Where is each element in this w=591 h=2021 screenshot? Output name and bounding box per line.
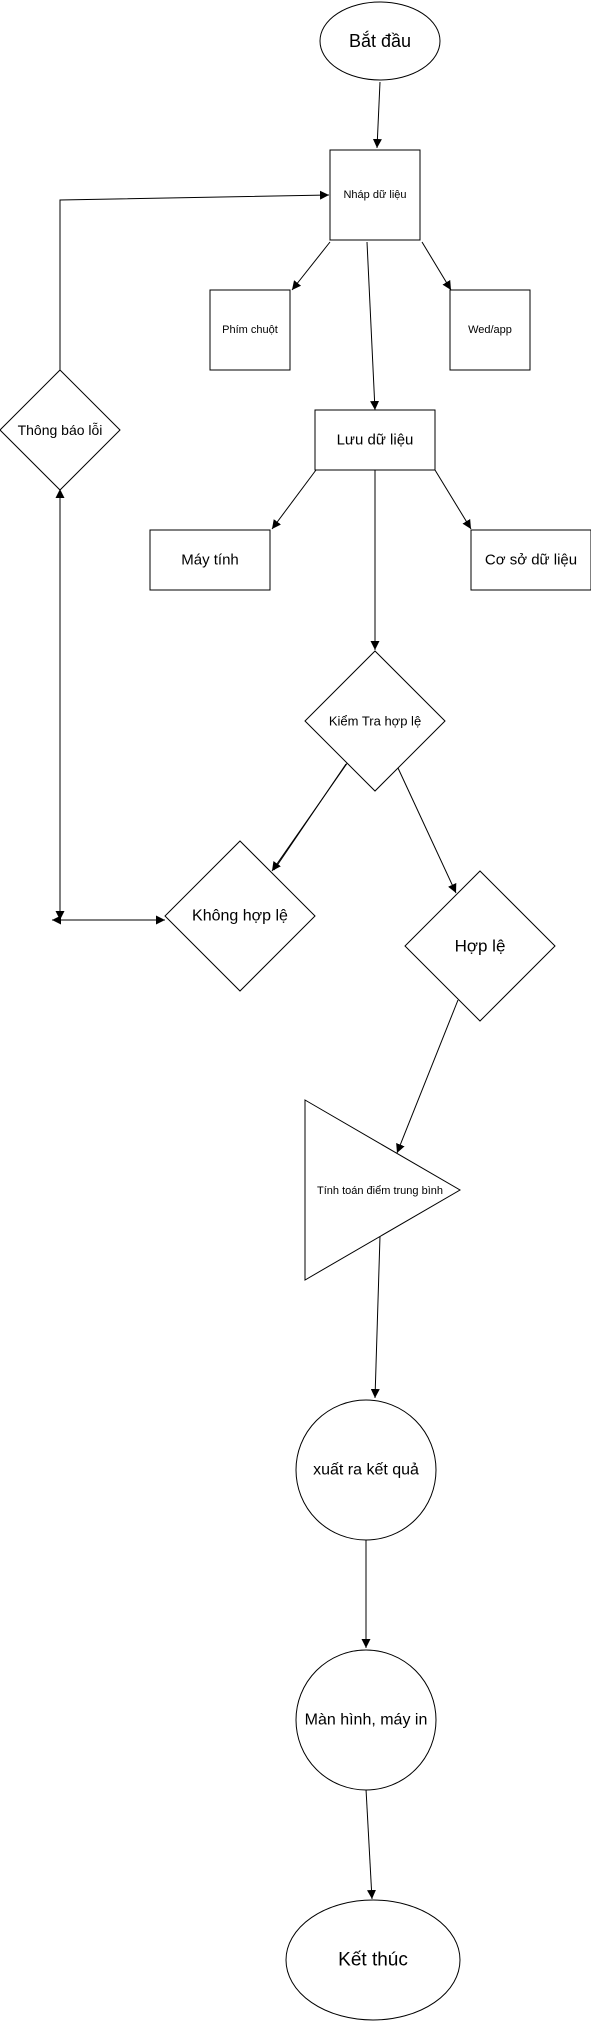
valid-label: Hợp lệ (455, 937, 506, 956)
edge-valid-to-compute (396, 999, 459, 1154)
edge-store-to-computer (271, 469, 317, 530)
compute-label: Tính toán điểm trung bình (317, 1185, 443, 1197)
output-label: xuất ra kết quả (313, 1462, 419, 1479)
valid-diamond (404, 870, 556, 1022)
database-box (470, 529, 591, 591)
validate-diamond (304, 650, 446, 792)
invalid-label: Không hợp lệ (192, 908, 288, 925)
node-output: xuất ra kết quả (295, 1399, 437, 1541)
display-circle (295, 1649, 437, 1791)
error-label: Thông báo lỗi (18, 422, 103, 438)
display-label: Màn hình, máy in (305, 1712, 428, 1729)
mouse-keyboard-label: Phím chuột (222, 324, 278, 336)
edge-compute-to-output (370, 1235, 381, 1399)
error-diamond (0, 369, 121, 491)
edge-input-to-webapp (421, 241, 452, 291)
edge-store-to-database (434, 469, 472, 530)
edge-input-to-store (366, 241, 380, 411)
store-label: Lưu dữ liệu (337, 432, 414, 449)
input-box (329, 149, 421, 241)
node-mouse-keyboard: Phím chuột (209, 289, 291, 371)
store-box (314, 409, 436, 471)
node-valid: Hợp lệ (404, 870, 556, 1022)
node-input: Nháp dữ liệu (329, 149, 421, 241)
end-label: Kết thúc (338, 1950, 408, 1971)
node-error: Thông báo lỗi (0, 369, 121, 491)
node-computer: Máy tính (149, 529, 271, 591)
node-validate: Kiểm Tra hợp lệ (304, 650, 446, 792)
computer-label: Máy tính (181, 552, 239, 569)
input-label: Nháp dữ liệu (343, 189, 406, 201)
start-label: Bắt đầu (349, 30, 411, 51)
node-display: Màn hình, máy in (295, 1649, 437, 1791)
validate-label: Kiểm Tra hợp lệ (329, 714, 421, 729)
edge-validate-to-valid (397, 767, 457, 894)
edge-input-to-mouse (291, 241, 331, 291)
mouse-keyboard-box (209, 289, 291, 371)
edge-validate-to-invalid (271, 761, 349, 872)
edges (52, 81, 472, 1900)
node-store: Lưu dữ liệu (314, 409, 436, 471)
node-start: Bắt đầu (319, 1, 441, 81)
start-ellipse (319, 1, 441, 81)
web-app-label: Wed/app (468, 324, 512, 336)
invalid-diamond (164, 840, 316, 992)
node-end: Kết thúc (285, 1899, 461, 2021)
web-app-box (449, 289, 531, 371)
edge-start-to-input (372, 81, 382, 149)
node-database: Cơ sở dữ liệu (470, 529, 591, 591)
node-invalid: Không hợp lệ (164, 840, 316, 992)
edge-display-to-end (365, 1788, 377, 1900)
output-circle (295, 1399, 437, 1541)
end-ellipse (285, 1899, 461, 2021)
compute-triangle (304, 1099, 461, 1281)
node-web-app: Wed/app (449, 289, 531, 371)
database-label: Cơ sở dữ liệu (485, 552, 577, 569)
node-compute: Tính toán điểm trung bình (304, 1099, 461, 1281)
computer-box (149, 529, 271, 591)
edge-error-to-input (59, 190, 330, 371)
